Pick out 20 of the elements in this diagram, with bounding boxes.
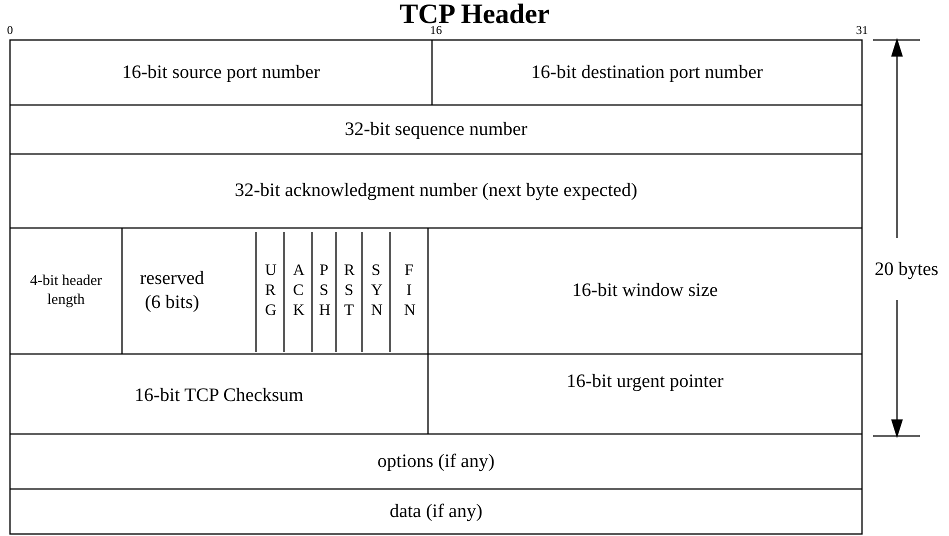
flag-label: P S H	[319, 261, 329, 321]
dimension-label: 20 bytes	[874, 258, 938, 282]
flag-label: A C K	[293, 261, 303, 321]
field-label: options (if any)	[377, 450, 495, 474]
field-label: 16-bit source port number	[122, 60, 320, 84]
field-label: 32-bit sequence number	[344, 118, 528, 142]
field-label: 32-bit acknowledgment number (next byte expected)	[234, 179, 638, 203]
field-label: data (if any)	[390, 500, 482, 524]
field-label: 16-bit destination port number	[531, 60, 763, 84]
flag-label: R S T	[344, 261, 354, 321]
field-label: 4-bit header length	[28, 272, 104, 310]
field-label: 16-bit urgent pointer	[566, 370, 724, 394]
bit-number: 0	[7, 22, 13, 38]
flag-label: S Y N	[371, 261, 381, 321]
flag-label: U R G	[265, 261, 275, 321]
flag-label: F I N	[404, 261, 414, 321]
field-label: reserved (6 bits)	[138, 267, 206, 315]
bit-number: 31	[856, 22, 868, 38]
field-label: 16-bit window size	[572, 279, 718, 303]
field-label: 16-bit TCP Checksum	[134, 384, 304, 408]
